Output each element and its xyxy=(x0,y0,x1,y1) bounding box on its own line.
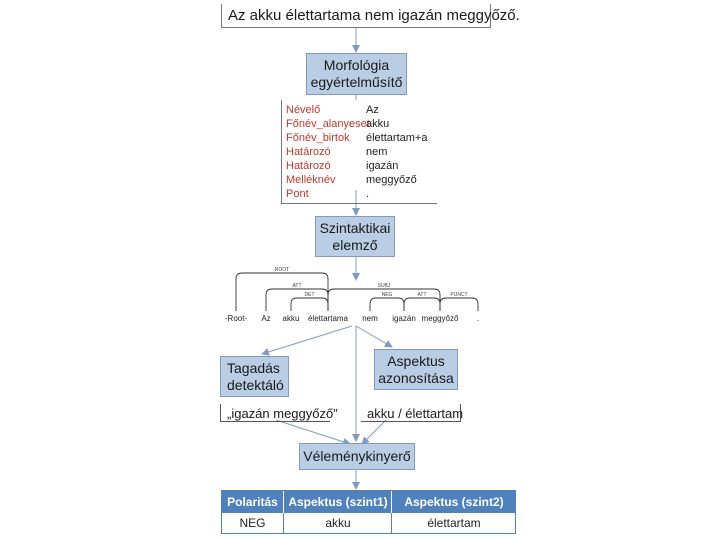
token-word: . xyxy=(366,188,370,200)
dependency-word: élettartama xyxy=(308,314,349,323)
dependency-arc-label: PUNCT xyxy=(450,292,467,298)
negation-result: „igazán meggyőző” xyxy=(220,404,338,422)
token-row: Pont. xyxy=(282,188,438,200)
syntax-label-1: Szintaktikai xyxy=(319,219,391,236)
token-word: akku xyxy=(366,118,390,130)
token-row: Főnév_birtok élettartam+a xyxy=(282,132,438,144)
dependency-word: akku xyxy=(283,314,300,323)
header-aspect-level1: Aspektus (szint1) xyxy=(283,491,392,513)
token-row: Névelő Az xyxy=(282,104,438,116)
morph-label-1: Morfológia xyxy=(323,57,390,73)
dependency-arc-label: ATT xyxy=(292,283,301,289)
token-tag: Névelő xyxy=(286,104,321,116)
arrow-negation-opinion xyxy=(275,419,351,446)
token-word: igazán xyxy=(366,160,399,172)
dependency-arc-label: ROOT xyxy=(275,267,289,273)
token-word: meggyőző xyxy=(366,174,417,186)
token-tag: Melléknév xyxy=(286,174,336,186)
dependency-arc-label: ATT xyxy=(417,292,426,298)
aspect-label-2: azonosítása xyxy=(378,369,454,386)
opinion-extractor-box: Véleménykinyerő xyxy=(299,443,415,470)
token-tag: Határozó xyxy=(286,146,331,158)
dependency-arc xyxy=(439,297,479,311)
dependency-word: igazán xyxy=(392,314,416,323)
cell-aspect-level1: akku xyxy=(283,513,392,534)
dependency-arc-label: SUBJ xyxy=(378,283,391,289)
aspect-label-1: Aspektus xyxy=(387,352,445,369)
dependency-word: Az xyxy=(261,314,270,323)
header-polarity: Polaritás xyxy=(222,491,283,513)
dependency-arc-label: NEG xyxy=(382,292,393,298)
dependency-word: -Root- xyxy=(225,314,248,323)
token-tag: Főnév_alanyeset xyxy=(286,118,370,130)
result-table: Polaritás Aspektus (szint1) Aspektus (sz… xyxy=(221,490,516,534)
token-word: nem xyxy=(366,146,388,158)
dependency-arc xyxy=(290,297,329,311)
arrow-tree-negation xyxy=(261,325,353,356)
dependency-word: nem xyxy=(362,314,378,323)
token-row: Melléknév meggyőző xyxy=(282,174,438,186)
dependency-word: . xyxy=(477,314,479,323)
syntax-label-2: elemző xyxy=(332,236,378,253)
negation-label-2: detektáló xyxy=(227,376,284,393)
token-word: élettartam+a xyxy=(366,132,428,144)
morph-label-2: egyértelműsítő xyxy=(310,74,403,90)
opinion-label: Véleménykinyerő xyxy=(303,448,411,464)
token-tag: Pont xyxy=(286,188,309,200)
input-sentence: Az akku élettartama nem igazán meggyőző. xyxy=(221,4,520,28)
token-row: Határozó igazán xyxy=(282,160,438,172)
dependency-arc xyxy=(369,297,405,311)
token-row: Határozó nem xyxy=(282,146,438,158)
arrow-aspect-opinion xyxy=(361,419,387,445)
dependency-arc xyxy=(403,297,441,311)
dependency-arc-label: DET xyxy=(305,292,315,298)
dependency-arc xyxy=(265,288,329,311)
negation-label-1: Tagadás xyxy=(227,359,280,376)
token-tag: Főnév_birtok xyxy=(286,132,350,144)
token-tag: Határozó xyxy=(286,160,331,172)
dependency-tree: -Root- Az akku élettartama nem igazán meggyőző… xyxy=(225,267,479,323)
dependency-arc xyxy=(235,272,329,311)
cell-polarity: NEG xyxy=(239,516,266,530)
dependency-word: meggyőző xyxy=(422,314,459,323)
token-word: Az xyxy=(366,104,379,116)
aspect-result: akku / élettartam xyxy=(361,404,463,422)
cell-aspect-level2: élettartam xyxy=(391,513,516,534)
dependency-arc xyxy=(327,288,441,311)
arrow-tree-aspect xyxy=(355,325,393,348)
header-aspect-level2: Aspektus (szint2) xyxy=(391,491,516,513)
